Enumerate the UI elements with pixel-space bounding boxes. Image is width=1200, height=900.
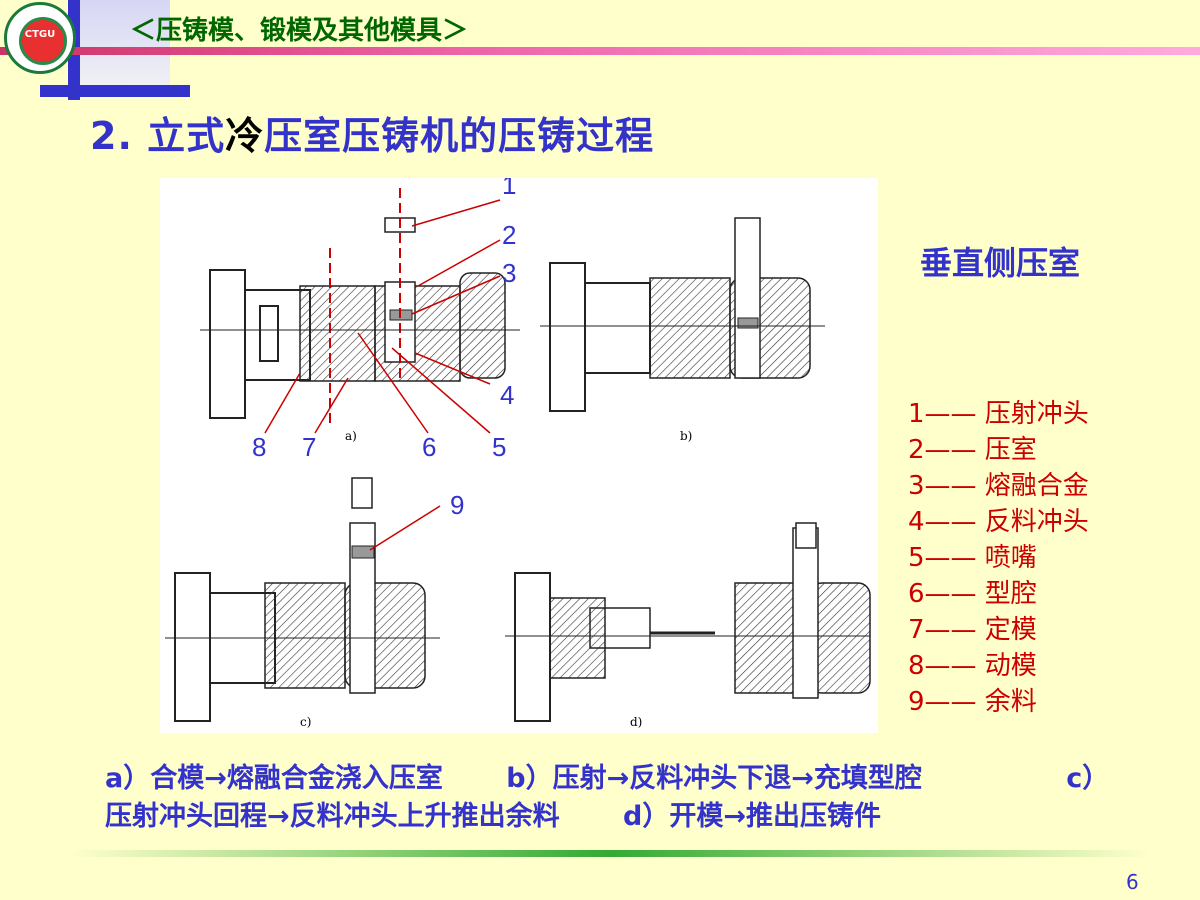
footer-rule bbox=[70, 850, 1150, 857]
legend-item-5: 5—— 喷嘴 bbox=[908, 543, 1037, 573]
title-prefix: 2. 立式 bbox=[90, 114, 226, 158]
side-heading: 垂直侧压室 bbox=[920, 244, 1081, 282]
diagram-svg: a) b) c) bbox=[165, 170, 871, 729]
title-highlight: 冷 bbox=[225, 114, 265, 158]
legend-item-6: 6—— 型腔 bbox=[908, 579, 1037, 609]
label-1: 1 bbox=[502, 178, 516, 200]
legend-item-2: 2—— 压室 bbox=[908, 435, 1037, 465]
die-casting-diagram: a) b) c) bbox=[160, 170, 878, 733]
label-3: 3 bbox=[502, 258, 516, 288]
svg-text:c): c) bbox=[300, 715, 311, 729]
university-logo: CTGU bbox=[4, 2, 76, 74]
header-decoration bbox=[80, 0, 170, 90]
legend-item-8: 8—— 动模 bbox=[908, 651, 1037, 681]
leader-lines bbox=[264, 199, 501, 551]
header-title: ＜压铸模、锻模及其他模具＞ bbox=[130, 16, 469, 46]
legend-item-4: 4—— 反料冲头 bbox=[908, 507, 1089, 537]
slide-title: 2. 立式冷压室压铸机的压铸过程 bbox=[90, 105, 654, 160]
label-7: 7 bbox=[302, 432, 316, 462]
title-suffix: 压室压铸机的压铸过程 bbox=[264, 114, 655, 158]
legend-item-7: 7—— 定模 bbox=[908, 615, 1037, 645]
label-6: 6 bbox=[422, 432, 436, 462]
subfigure-a: a) bbox=[200, 188, 520, 443]
label-4: 4 bbox=[500, 380, 514, 410]
legend: 1—— 压射冲头 2—— 压室 3—— 熔融合金 4—— 反料冲头 5—— 喷嘴… bbox=[908, 396, 1089, 720]
legend-item-3: 3—— 熔融合金 bbox=[908, 471, 1089, 501]
label-9: 9 bbox=[450, 490, 464, 520]
page-number: 6 bbox=[1126, 870, 1139, 894]
legend-item-1: 1—— 压射冲头 bbox=[908, 399, 1089, 429]
header-rule bbox=[0, 47, 1200, 55]
svg-text:b): b) bbox=[680, 429, 692, 443]
header-bar-horizontal bbox=[40, 85, 190, 97]
label-2: 2 bbox=[502, 220, 516, 250]
subfigure-c: c) bbox=[165, 477, 440, 729]
subfigure-d: d) bbox=[505, 522, 871, 729]
svg-text:a): a) bbox=[345, 429, 357, 443]
label-5: 5 bbox=[492, 432, 506, 462]
caption: a）合模→熔融合金浇入压室 b）压射→反料冲头下退→充填型腔 c）压射冲头回程→… bbox=[105, 763, 1110, 832]
label-8: 8 bbox=[252, 432, 266, 462]
subfigure-b: b) bbox=[540, 217, 825, 443]
svg-text:d): d) bbox=[630, 715, 642, 729]
legend-item-9: 9—— 余料 bbox=[908, 687, 1037, 717]
